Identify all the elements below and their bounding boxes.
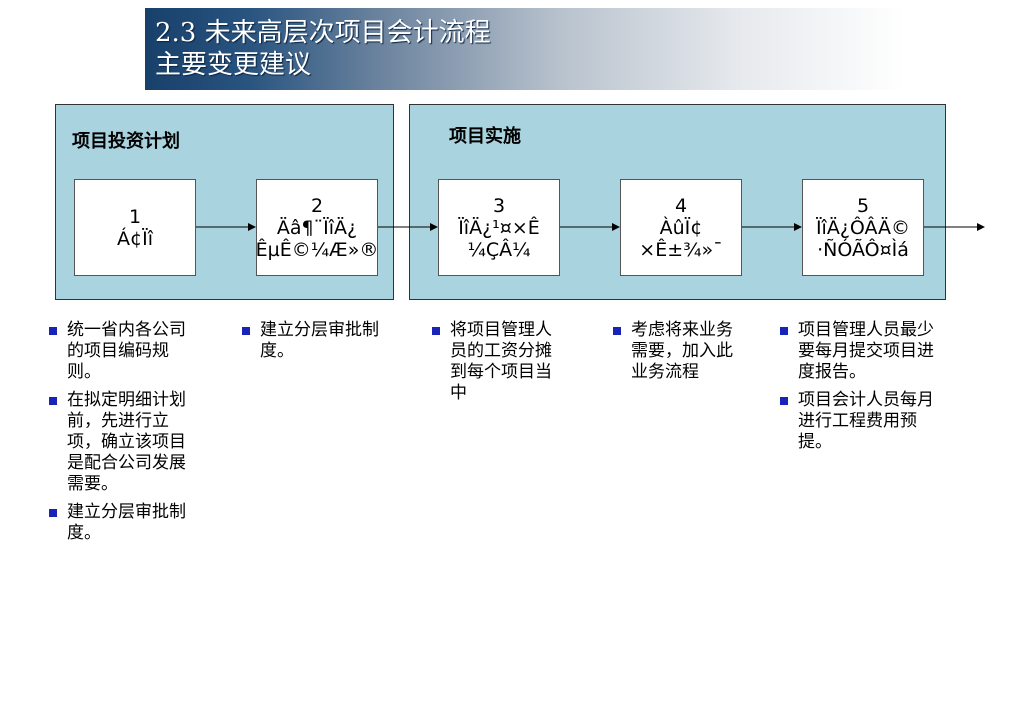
note-item: 建立分层审批制度。 xyxy=(240,320,390,362)
step-number: 3 xyxy=(492,194,506,217)
step-number: 5 xyxy=(856,194,870,217)
page-subtitle: 主要变更建议 xyxy=(155,50,312,80)
notes-column-4: 考虑将来业务需要，加入此业务流程 xyxy=(611,320,747,390)
step-label-line2: ¼ÇÂ¼ xyxy=(467,238,531,261)
step-label-line1: ÏîÄ¿¹¤×Ê xyxy=(458,216,540,239)
step-box-2: 2 Äâ¶¨ÏîÄ¿ ÊµÊ©¼Æ»® xyxy=(256,179,378,276)
note-item: 项目会计人员每月进行工程费用预提。 xyxy=(778,390,950,453)
step-label-line2: ×Ê±¾»¯ xyxy=(639,238,723,261)
notes-column-5: 项目管理人员最少要每月提交项目进度报告。 项目会计人员每月进行工程费用预提。 xyxy=(778,320,950,460)
note-item: 在拟定明细计划前，先进行立项，确立该项目是配合公司发展需要。 xyxy=(47,390,197,495)
step-number: 2 xyxy=(310,194,324,217)
step-box-4: 4 ÀûÏ¢ ×Ê±¾»¯ xyxy=(620,179,742,276)
step-label-line1: Á¢Ïî xyxy=(117,227,153,250)
page-title: 2.3 未来高层次项目会计流程 xyxy=(155,18,491,48)
square-bullet-icon xyxy=(613,327,621,335)
note-item: 项目管理人员最少要每月提交项目进度报告。 xyxy=(778,320,950,383)
square-bullet-icon xyxy=(49,397,57,405)
step-number: 1 xyxy=(128,205,142,228)
step-box-1: 1 Á¢Ïî xyxy=(74,179,196,276)
notes-column-2: 建立分层审批制度。 xyxy=(240,320,390,369)
square-bullet-icon xyxy=(242,327,250,335)
note-item: 建立分层审批制度。 xyxy=(47,502,197,544)
note-item: 统一省内各公司的项目编码规则。 xyxy=(47,320,197,383)
step-label-line1: ÏîÄ¿ÔÂÄ© xyxy=(815,216,911,239)
notes-column-1: 统一省内各公司的项目编码规则。 在拟定明细计划前，先进行立项，确立该项目是配合公… xyxy=(47,320,197,551)
step-label-line1: Äâ¶¨ÏîÄ¿ xyxy=(276,216,358,239)
square-bullet-icon xyxy=(432,327,440,335)
note-item: 考虑将来业务需要，加入此业务流程 xyxy=(611,320,747,383)
square-bullet-icon xyxy=(780,397,788,405)
notes-column-3: 将项目管理人员的工资分摊到每个项目当中 xyxy=(430,320,566,411)
square-bullet-icon xyxy=(49,509,57,517)
square-bullet-icon xyxy=(49,327,57,335)
step-label-line1: ÀûÏ¢ xyxy=(659,216,703,239)
title-banner: 2.3 未来高层次项目会计流程 主要变更建议 xyxy=(145,8,905,90)
phase-title-investment-plan: 项目投资计划 xyxy=(72,131,180,152)
step-number: 4 xyxy=(674,194,688,217)
step-box-3: 3 ÏîÄ¿¹¤×Ê ¼ÇÂ¼ xyxy=(438,179,560,276)
note-item: 将项目管理人员的工资分摊到每个项目当中 xyxy=(430,320,566,404)
step-box-5: 5 ÏîÄ¿ÔÂÄ© ·ÑÓÃÔ¤Ìá xyxy=(802,179,924,276)
phase-title-implementation: 项目实施 xyxy=(449,126,521,147)
step-label-line2: ·ÑÓÃÔ¤Ìá xyxy=(817,238,909,261)
square-bullet-icon xyxy=(780,327,788,335)
step-label-line2: ÊµÊ©¼Æ»® xyxy=(255,238,379,261)
